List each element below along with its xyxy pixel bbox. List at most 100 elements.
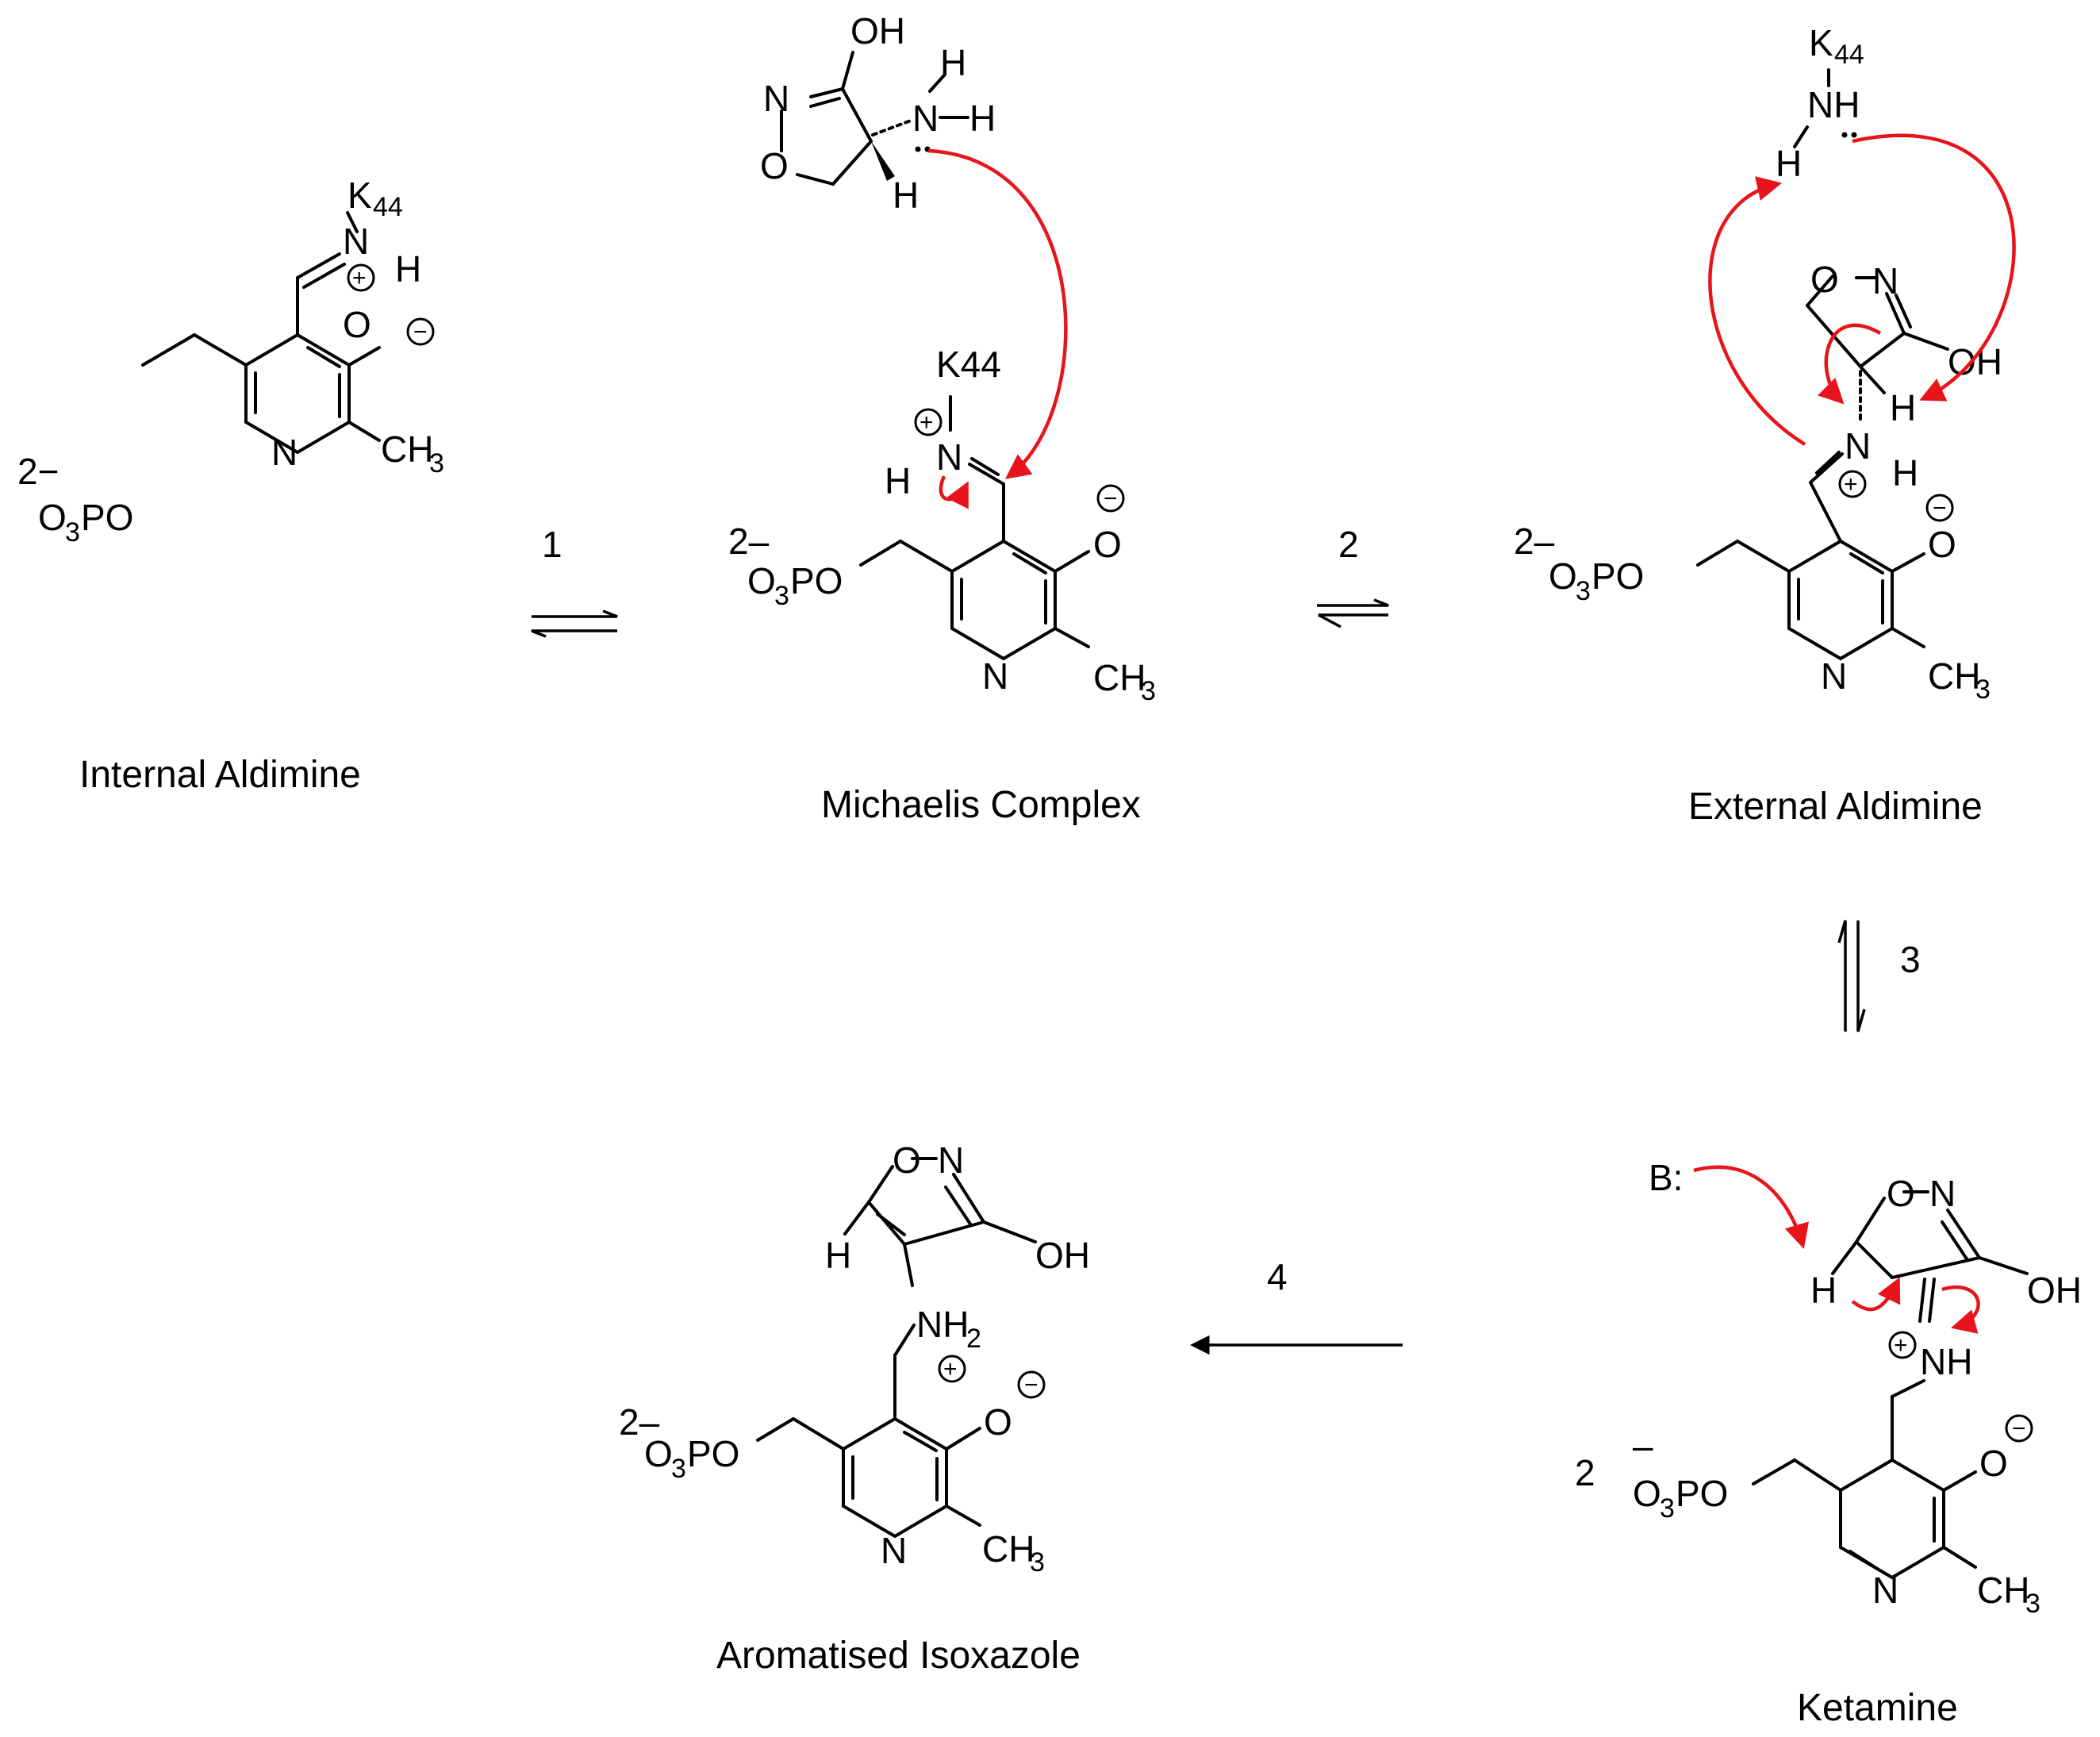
methyl: CH bbox=[1093, 657, 1146, 698]
imine-double-bond bbox=[302, 263, 346, 289]
bond bbox=[1942, 1546, 1977, 1569]
iminium-double-bond bbox=[1928, 1278, 1936, 1323]
bond bbox=[1736, 540, 1791, 573]
iminium-NH: NH bbox=[1920, 1341, 1972, 1382]
bond bbox=[1891, 1379, 1925, 1398]
phosphate-O: O bbox=[1633, 1473, 1661, 1514]
bond bbox=[1942, 1470, 1977, 1492]
bond bbox=[945, 1505, 981, 1527]
dianion-charge: 2– bbox=[728, 521, 770, 562]
caption-ketamine: Ketamine bbox=[1797, 1687, 1958, 1729]
phosphate-sub: 3 bbox=[671, 1454, 686, 1484]
methyl: CH bbox=[1977, 1570, 2029, 1611]
bond bbox=[867, 1165, 894, 1204]
bond bbox=[899, 540, 954, 573]
bond bbox=[1855, 1197, 1886, 1243]
bond bbox=[193, 333, 248, 367]
bond bbox=[1891, 627, 1925, 648]
bond bbox=[141, 333, 196, 367]
phosphate-O: O bbox=[1549, 555, 1577, 597]
ring-N: N bbox=[763, 78, 789, 119]
curly-arrow bbox=[927, 148, 1068, 479]
dianion-charge: 2– bbox=[1514, 521, 1555, 562]
caption-aromatised-isoxazole: Aromatised Isoxazole bbox=[716, 1635, 1081, 1677]
pyridine-ring bbox=[842, 1416, 948, 1539]
ring-N: N bbox=[271, 432, 298, 473]
lone-pair bbox=[915, 146, 921, 152]
bond bbox=[1793, 125, 1809, 148]
bond bbox=[841, 87, 873, 143]
reverse-half-arrow bbox=[531, 629, 617, 638]
imine-double-bond bbox=[970, 457, 1000, 476]
step-1: 1 bbox=[531, 524, 618, 638]
alpha-H: H bbox=[1890, 387, 1916, 428]
plus-sign: + bbox=[943, 1356, 958, 1382]
lone-pair bbox=[1841, 132, 1848, 138]
bond bbox=[831, 140, 873, 186]
phosphate-sub: 3 bbox=[65, 517, 80, 548]
wedge-bond bbox=[871, 141, 895, 181]
bond bbox=[952, 1173, 985, 1224]
ring-N: N bbox=[982, 655, 1008, 697]
ring-N: N bbox=[881, 1530, 907, 1571]
lys-label: K44 bbox=[936, 344, 1001, 385]
bond bbox=[1946, 1209, 1981, 1259]
imine-N: N bbox=[343, 221, 369, 262]
iminium-bond bbox=[1918, 1278, 1926, 1323]
step-3: 3 bbox=[1837, 920, 1921, 1032]
charge-number: 2 bbox=[1575, 1452, 1595, 1493]
bond bbox=[796, 173, 835, 186]
phosphate-sub: 3 bbox=[1576, 576, 1591, 606]
phenolate-O: O bbox=[984, 1401, 1012, 1443]
curly-arrow bbox=[1852, 133, 2016, 402]
bond bbox=[1978, 1256, 2029, 1275]
aromatised-isoxazole: O N OH H NH 2 + O − N CH 3 2– O 3 PO Aro… bbox=[619, 1139, 1090, 1677]
bond bbox=[893, 1324, 916, 1357]
hashed-bond bbox=[871, 119, 912, 136]
phosphate-O: O bbox=[38, 497, 67, 538]
ring-H: H bbox=[825, 1235, 851, 1276]
step-number: 1 bbox=[542, 524, 562, 565]
double-bond bbox=[1012, 552, 1047, 575]
double-bond bbox=[306, 346, 341, 368]
curly-arrow bbox=[1708, 176, 1806, 446]
bond bbox=[859, 540, 902, 567]
double-bond bbox=[1849, 1550, 1880, 1571]
bond bbox=[1891, 552, 1925, 573]
forward-half-arrow bbox=[1856, 920, 1866, 1032]
lys-H: H bbox=[1776, 143, 1802, 184]
methyl: CH bbox=[982, 1528, 1035, 1570]
imine-H: H bbox=[395, 248, 421, 290]
ring-H: H bbox=[1810, 1270, 1837, 1311]
curly-arrow bbox=[939, 475, 969, 509]
imine-double-bond bbox=[1815, 451, 1841, 475]
minus-sign: − bbox=[413, 319, 428, 345]
bond bbox=[1054, 627, 1090, 648]
bond bbox=[867, 1201, 906, 1246]
plus-charge bbox=[347, 263, 375, 292]
phosphate-O: O bbox=[644, 1433, 673, 1474]
double-bond bbox=[1895, 294, 1912, 329]
bond bbox=[346, 211, 359, 233]
amine-N: N bbox=[912, 98, 939, 139]
step-4: 4 bbox=[1190, 1256, 1403, 1355]
phosphate-PO: PO bbox=[687, 1433, 739, 1474]
dihydropyridine-ring bbox=[1839, 1458, 1945, 1580]
pyridine-ring bbox=[1787, 539, 1894, 661]
ketamine: B: O N OH H NH + O − N CH bbox=[1575, 1157, 2082, 1729]
caption-external-aldimine: External Aldimine bbox=[1688, 786, 1983, 828]
phenolate-O: O bbox=[343, 304, 371, 345]
minus-sign: − bbox=[2012, 1416, 2026, 1442]
imine-bond bbox=[1809, 452, 1844, 484]
methyl: CH bbox=[381, 428, 433, 470]
bond bbox=[347, 421, 381, 442]
base-label: B: bbox=[1649, 1157, 1683, 1198]
minus-charge bbox=[1017, 1370, 1046, 1399]
ammonium-sub: 2 bbox=[966, 1324, 981, 1354]
step-number: 3 bbox=[1900, 939, 1921, 980]
double-bond bbox=[1849, 552, 1884, 575]
minus-charge bbox=[1096, 484, 1125, 513]
hydroxyl: OH bbox=[850, 10, 905, 52]
minus-charge bbox=[406, 317, 435, 346]
